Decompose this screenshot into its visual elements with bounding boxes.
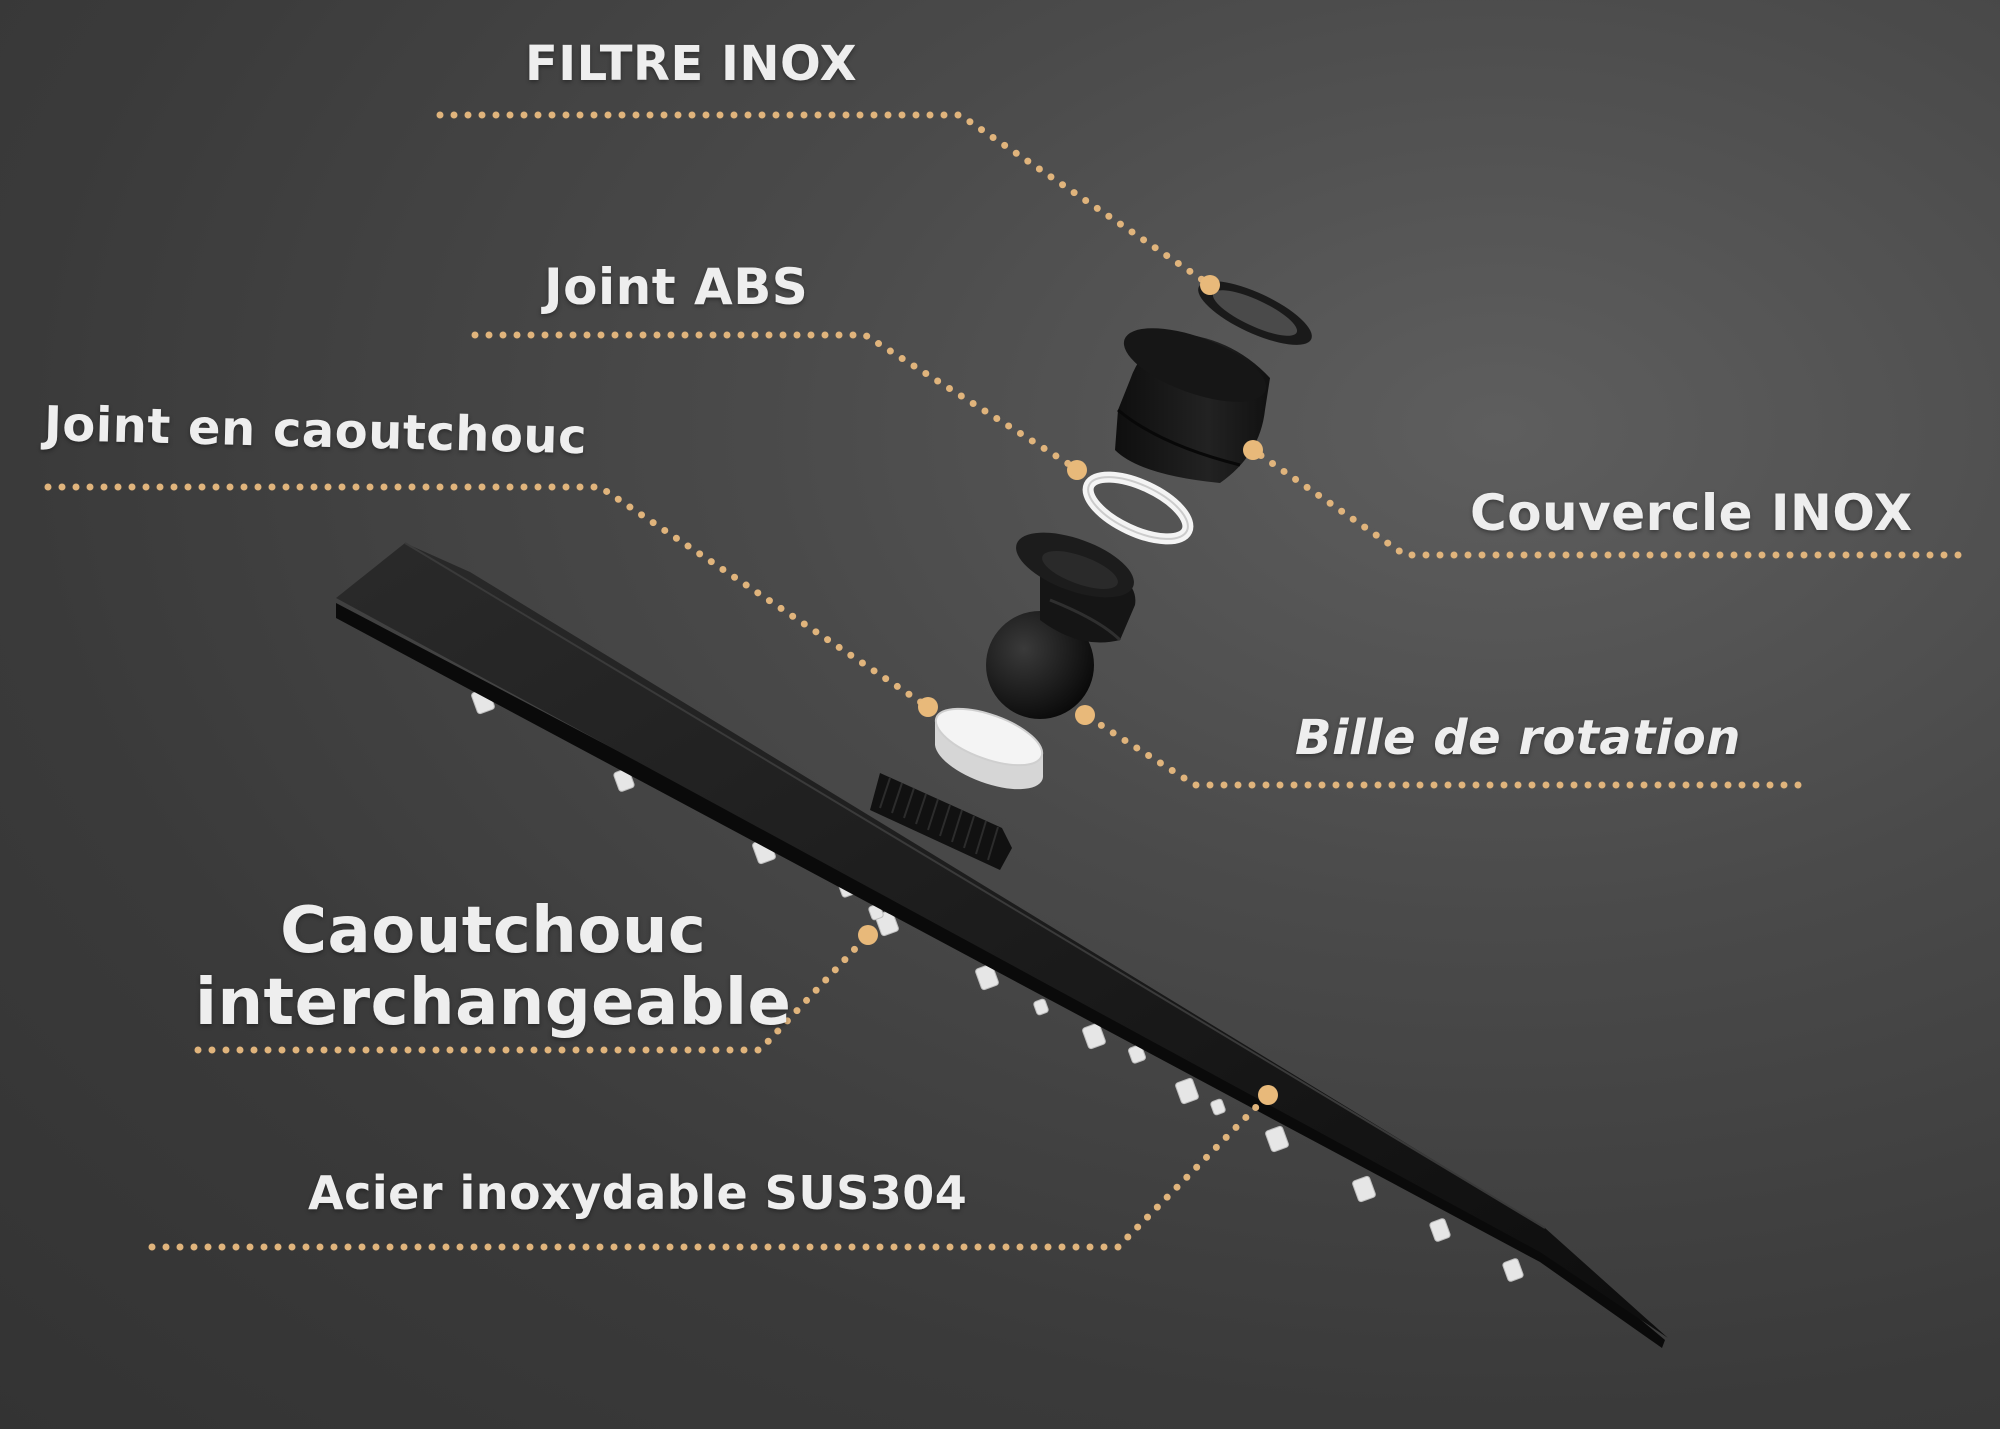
label-acier-inoxydable: Acier inoxydable SUS304 <box>308 1166 968 1220</box>
leader-filtre <box>436 111 1214 289</box>
anchor-bille <box>1075 705 1095 725</box>
abs-ring-part <box>1082 471 1194 545</box>
label-couvercle-inox: Couvercle INOX <box>1470 484 1913 542</box>
label-caoutchouc-line1: Caoutchouc <box>280 894 707 968</box>
anchor-joint-abs <box>1067 460 1087 480</box>
rubber-gasket-part <box>934 707 1044 790</box>
anchor-caout-inter <box>858 925 878 945</box>
anchor-acier <box>1258 1085 1278 1105</box>
label-caoutchouc-interchangeable: Caoutchouc interchangeable <box>195 895 791 1039</box>
anchor-couvercle <box>1243 440 1263 460</box>
threaded-connector <box>870 773 1012 870</box>
leader-lines <box>44 111 1962 1251</box>
anchor-filtre <box>1200 275 1220 295</box>
filter-part <box>1198 281 1312 345</box>
leader-joint-abs <box>471 331 1079 472</box>
label-bille-rotation: Bille de rotation <box>1295 710 1741 766</box>
rotation-ball-part <box>986 532 1136 719</box>
shower-plate <box>336 542 1668 1348</box>
label-filtre-inox: FILTRE INOX <box>525 36 858 92</box>
nozzles <box>471 687 1524 1282</box>
leader-couvercle <box>1249 446 1962 559</box>
cover-part <box>1115 328 1270 483</box>
leader-joint-caout <box>44 483 932 711</box>
leader-caout-inter <box>194 931 872 1054</box>
label-caoutchouc-line2: interchangeable <box>195 966 792 1040</box>
anchor-joint-caout <box>918 697 938 717</box>
leader-bille <box>1081 711 1802 789</box>
leader-acier <box>148 1091 1272 1251</box>
label-joint-abs: Joint ABS <box>544 258 809 316</box>
anchor-dots <box>858 275 1278 1105</box>
